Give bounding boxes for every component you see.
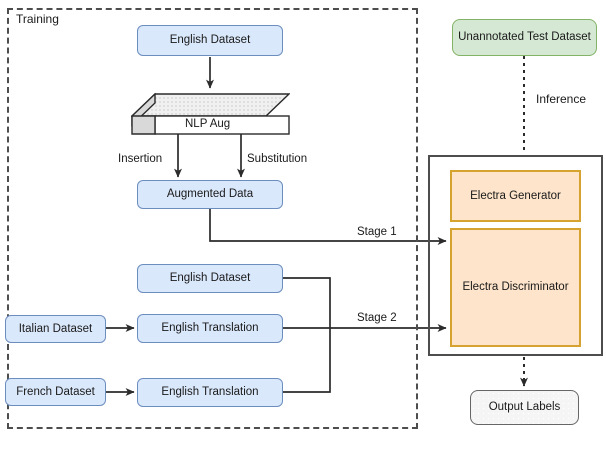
training-region <box>7 8 418 429</box>
node-french-dataset[interactable]: French Dataset <box>5 378 106 406</box>
node-electra-generator[interactable]: Electra Generator <box>450 170 581 222</box>
edge-label-stage-1: Stage 1 <box>355 226 399 238</box>
edge-label-stage-2: Stage 2 <box>355 312 399 324</box>
node-english-translation-french[interactable]: English Translation <box>137 378 283 407</box>
node-nlp-aug[interactable] <box>130 92 291 135</box>
node-english-translation-italian[interactable]: English Translation <box>137 314 283 343</box>
node-output-labels[interactable]: Output Labels <box>470 390 579 425</box>
edge-label-insertion: Insertion <box>116 153 165 165</box>
node-electra-discriminator[interactable]: Electra Discriminator <box>450 228 581 347</box>
node-english-dataset-stage2[interactable]: English Dataset <box>137 264 283 293</box>
node-italian-dataset[interactable]: Italian Dataset <box>5 315 106 343</box>
training-region-label: Training <box>16 12 59 26</box>
node-augmented-data[interactable]: Augmented Data <box>137 180 283 209</box>
inference-label: Inference <box>536 92 587 106</box>
node-nlp-aug-label: NLP Aug <box>185 118 231 130</box>
electra-model-container <box>428 155 603 356</box>
node-unannotated-test-dataset[interactable]: Unannotated Test Dataset <box>452 19 597 56</box>
node-english-dataset-top[interactable]: English Dataset <box>137 25 283 56</box>
edge-label-substitution: Substitution <box>245 153 310 165</box>
